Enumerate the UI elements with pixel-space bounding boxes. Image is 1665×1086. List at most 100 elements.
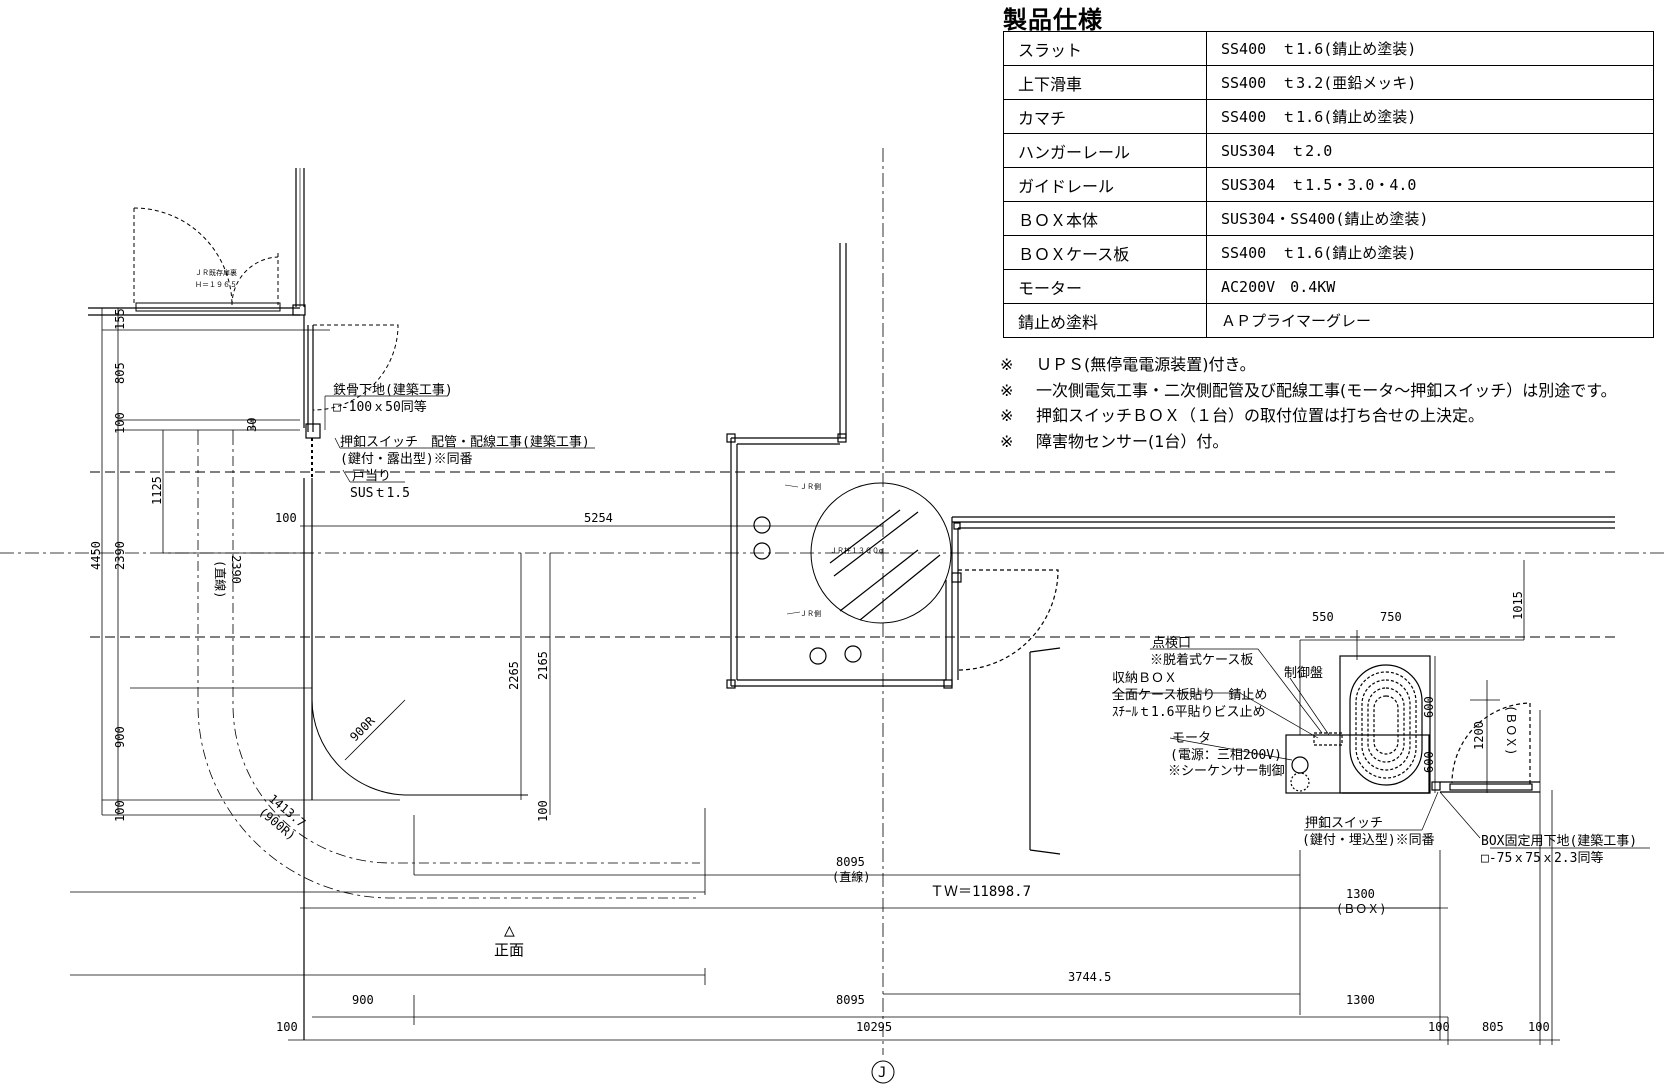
spec-item-name: モーター (1003, 269, 1207, 304)
spec-title: 製品仕様 (1003, 6, 1103, 34)
dim-8095-a: 8095 (836, 855, 865, 869)
label-jr-side-1: ＪＲ側 (800, 482, 821, 491)
label-motor-control: ※シーケンサー制御 (1168, 764, 1285, 779)
dim-box: (ＢＯＸ) (1336, 902, 1386, 916)
spec-item-name: カマチ (1003, 99, 1207, 134)
dim-1125: 1125 (150, 476, 164, 505)
axis-label: J (878, 1065, 886, 1081)
note-text: 障害物センサー(1台）付。 (1036, 431, 1229, 451)
dim-805-b: 805 (1482, 1020, 1504, 1034)
front-mark: △ (504, 920, 515, 941)
leader-lines (324, 395, 1650, 849)
label-storage-box: 収納ＢＯＸ (1112, 671, 1177, 686)
label-jr-existing: ＪＲ既存扉裏 (195, 268, 237, 277)
spec-item-name: スラット (1003, 31, 1207, 66)
label-push-switch-type: (鍵付・露出型)※同番 (340, 451, 473, 467)
dim-900: 900 (113, 726, 127, 748)
dim-2390-b: 2390 (229, 555, 243, 584)
dim-1300-a: 1300 (1346, 887, 1375, 901)
spec-note: ※ＵＰＳ(無停電電源装置)付き。 (1000, 352, 1617, 378)
dim-100-a: 100 (113, 412, 127, 434)
storage-box (1285, 655, 1540, 794)
label-box-base-size: □-75ｘ75ｘ2.3同等 (1481, 850, 1603, 866)
dim-straight: (直線) (832, 869, 870, 884)
spec-item-value: SUS304 ｔ2.0 (1206, 133, 1654, 168)
dim-750: 750 (1380, 610, 1402, 624)
spec-item-name: 錆止め塗料 (1003, 303, 1207, 338)
spec-note: ※ 押釦スイッチＢＯＸ（１台）の取付位置は打ち合せの上決定。 (1000, 403, 1617, 429)
right-rails (951, 516, 1615, 855)
note-text: 押釦スイッチＢＯＸ（１台）の取付位置は打ち合せの上決定。 (1036, 406, 1485, 425)
label-push-switch-2: 押釦スイッチ (1305, 815, 1383, 831)
label-push-switch: 押釦スイッチ 配管・配線工事(建築工事) (340, 434, 590, 450)
label-removable-case: ※脱着式ケース板 (1150, 652, 1253, 668)
spec-item-name: ハンガーレール (1003, 133, 1207, 168)
label-jr-side-2: ＪＲ側 (800, 609, 821, 618)
note-mark: ※ (1000, 380, 1014, 400)
jr-column-area (726, 243, 953, 689)
spec-item-value: SS400 ｔ1.6(錆止め塗装) (1206, 235, 1654, 270)
dim-600-b: 600 (1422, 751, 1436, 773)
spec-item-name: ＢＯＸケース板 (1003, 235, 1207, 270)
shutter-track (197, 435, 700, 899)
spec-item-name: ＢＯＸ本体 (1003, 201, 1207, 236)
dim-2265: 2265 (507, 661, 521, 690)
dim-100-e: 100 (276, 1020, 298, 1034)
dim-5254: 5254 (584, 511, 613, 525)
dim-1015: 1015 (1511, 591, 1525, 620)
label-door-stop: 戸当り (352, 469, 391, 484)
spec-item-name: ガイドレール (1003, 167, 1207, 202)
label-motor: モータ (1172, 731, 1211, 746)
dim-155: 155 (113, 308, 127, 330)
dim-550: 550 (1312, 610, 1334, 624)
note-mark: ※ (1000, 355, 1014, 374)
dim-900r: 900R (347, 713, 378, 744)
label-motor-power: (電源：三相200V) (1170, 748, 1282, 763)
dim-100-g: 100 (1528, 1020, 1550, 1034)
spec-note: ※一次側電気工事・二次側配管及び配線工事(モータ～押釦スイッチ）は別途です。 (1000, 378, 1617, 404)
spec-item-value: SS400 ｔ3.2(亜鉛メッキ) (1206, 65, 1654, 100)
dim-30: 30 (245, 418, 259, 432)
label-control-panel: 制御盤 (1284, 666, 1323, 681)
label-box-base: BOX固定用下地(建築工事) (1481, 834, 1637, 849)
spec-item-value: AC200V 0.4KW (1206, 269, 1654, 304)
spec-notes: ※ＵＰＳ(無停電電源装置)付き。※一次側電気工事・二次側配管及び配線工事(モータ… (1000, 352, 1617, 454)
dim-100-f: 100 (1428, 1020, 1450, 1034)
dim-tw: ＴＷ＝11898.7 (930, 884, 1031, 900)
dimension-lines (70, 307, 1560, 1045)
label-jr-height: Ｈ＝１９６５ (195, 281, 237, 289)
dim-100-c: 100 (275, 511, 297, 525)
note-mark: ※ (1000, 406, 1014, 425)
label-steel-base-size: □-100ｘ50同等 (333, 399, 427, 415)
dim-10295: 10295 (856, 1020, 892, 1034)
note-mark: ※ (1000, 431, 1014, 451)
spec-item-value: SS400 ｔ1.6(錆止め塗装) (1206, 99, 1654, 134)
spec-item-value: ＡＰプライマーグレー (1206, 303, 1654, 338)
dim-straight-v: (直線) (213, 560, 228, 598)
label-storage-box-screw: ｽﾁｰﾙｔ1.6平貼りビス止め (1112, 705, 1265, 720)
axis-bubble (871, 1060, 895, 1084)
dim-3744: 3744.5 (1068, 970, 1111, 984)
label-front: 正面 (494, 941, 524, 959)
label-jr-column: ＪＲ柱１３００φ (830, 546, 883, 555)
spec-item-value: SS400 ｔ1.6(錆止め塗装) (1206, 31, 1654, 66)
dim-100-d: 100 (536, 800, 550, 822)
dim-box-v: (ＢＯＸ) (1504, 705, 1518, 755)
dim-1300-b: 1300 (1346, 993, 1375, 1007)
dim-900-b: 900 (352, 993, 374, 1007)
spec-note: ※ 障害物センサー(1台）付。 (1000, 429, 1617, 455)
spec-item-name: 上下滑車 (1003, 65, 1207, 100)
label-steel-base: 鉄骨下地(建築工事) (333, 383, 453, 398)
label-push-switch-2-type: (鍵付・埋込型)※同番 (1302, 832, 1435, 848)
dim-2165: 2165 (536, 651, 550, 680)
